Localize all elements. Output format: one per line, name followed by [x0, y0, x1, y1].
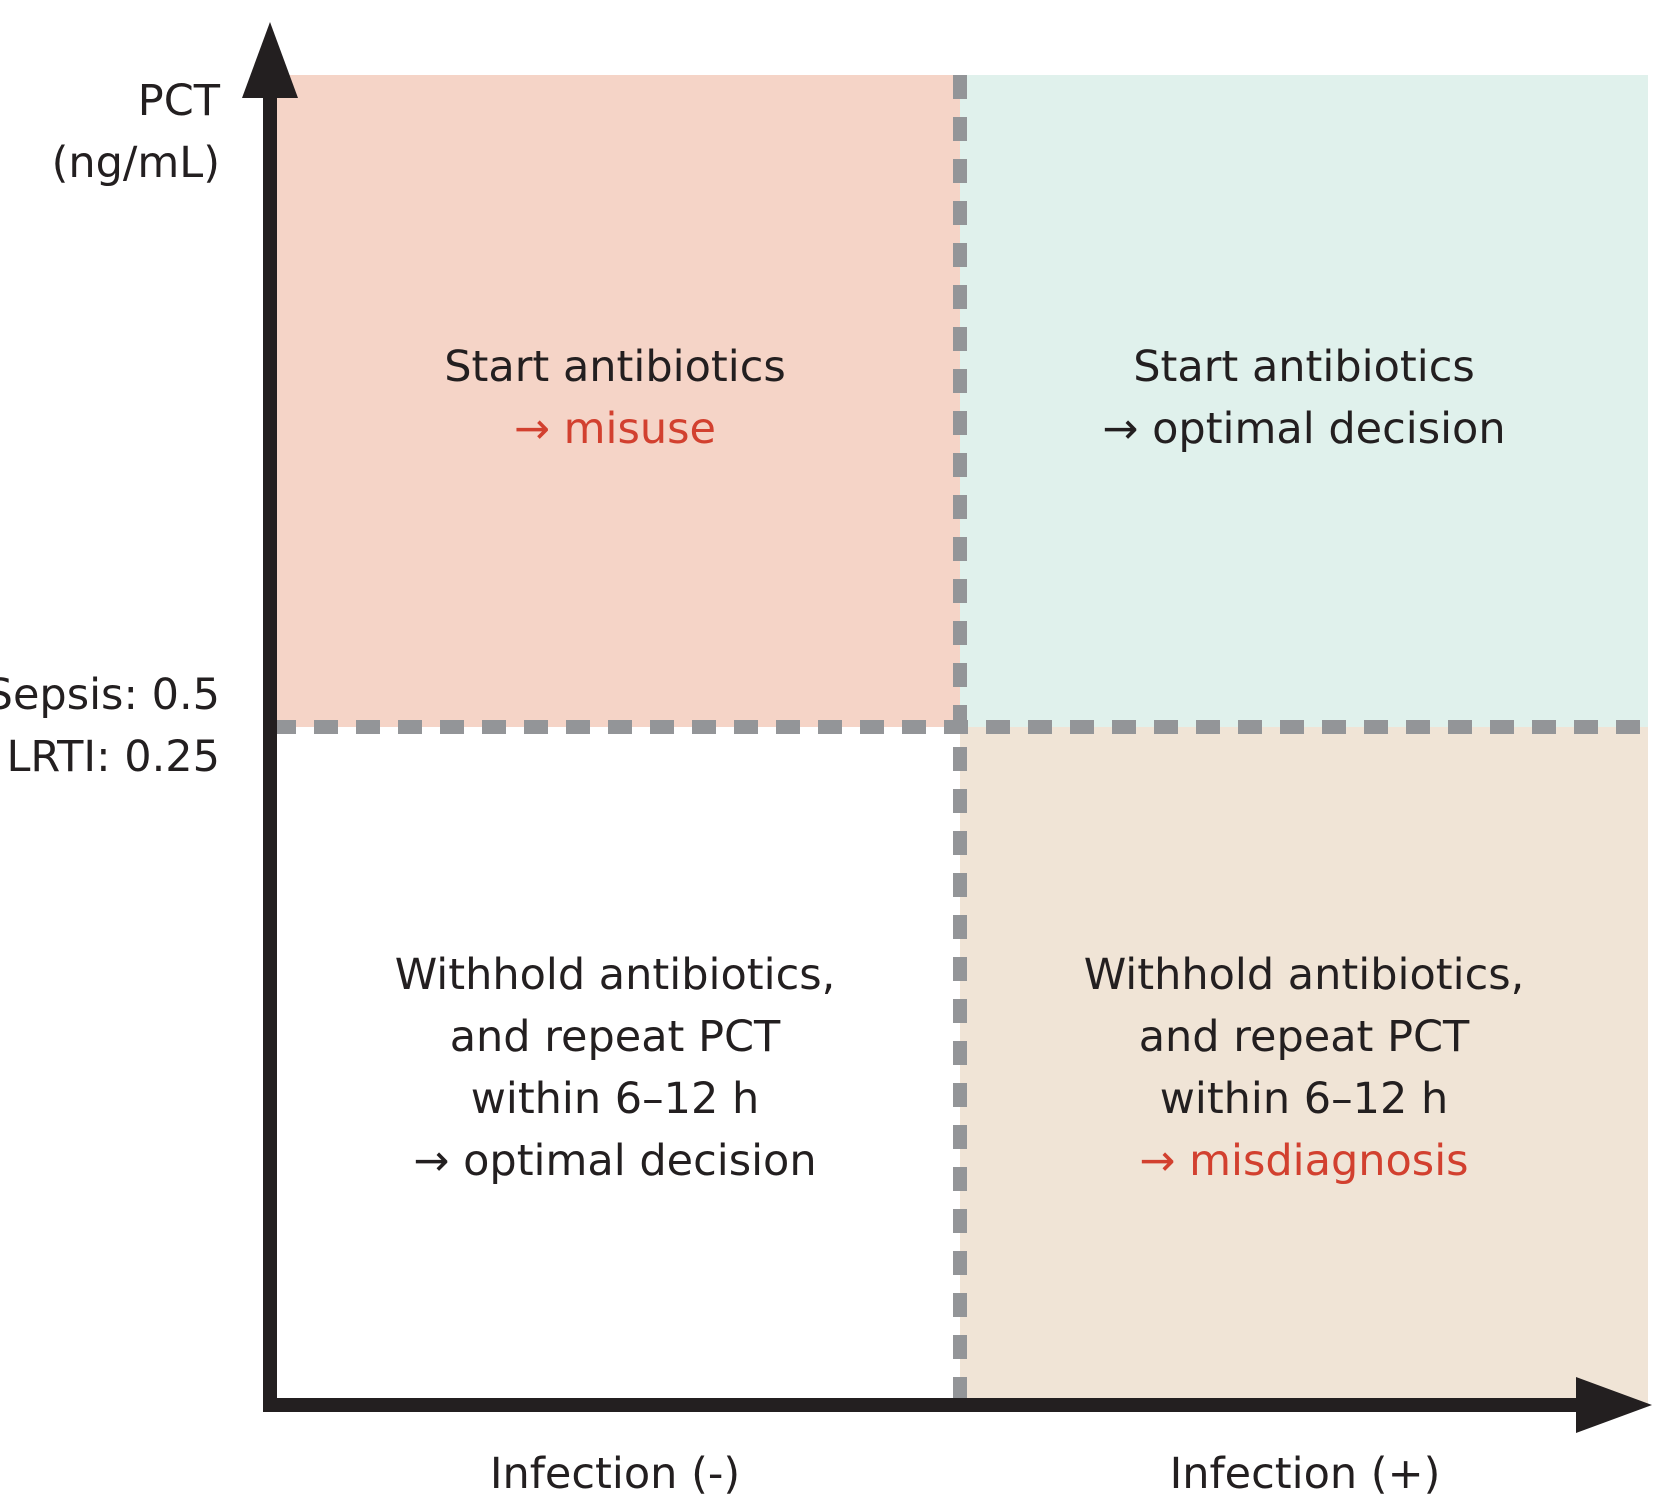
- quadrant-bottom-right-line2: and repeat PCT: [1138, 1012, 1470, 1062]
- quadrant-top-right-line1: Start antibiotics: [1133, 342, 1475, 392]
- quadrant-bottom-right-bg: [960, 727, 1648, 1405]
- x-axis-arrowhead-icon: [1576, 1377, 1652, 1433]
- x-axis-label-infection-positive: Infection (+): [1169, 1449, 1441, 1499]
- quadrant-bottom-left-line1: Withhold antibiotics,: [394, 950, 836, 1000]
- quadrant-bottom-left-line2: and repeat PCT: [449, 1012, 781, 1062]
- quadrant-top-left-outcome: → misuse: [513, 404, 717, 454]
- quadrant-bottom-left-line3: within 6–12 h: [470, 1074, 760, 1124]
- quadrant-bottom-left-outcome: → optimal decision: [413, 1136, 817, 1186]
- threshold-label-lrti: LRTI: 0.25: [6, 732, 220, 782]
- quadrant-top-right-text: Start antibiotics → optimal decision: [960, 336, 1648, 460]
- y-axis-title-line2: (ng/mL): [51, 138, 220, 188]
- quadrant-bottom-right-text: Withhold antibiotics, and repeat PCT wit…: [960, 944, 1648, 1192]
- threshold-label-sepsis: Sepsis: 0.5: [0, 670, 220, 720]
- threshold-labels: Sepsis: 0.5 LRTI: 0.25: [0, 664, 220, 788]
- quadrant-bottom-left-bg: [270, 727, 960, 1405]
- quadrant-top-right-outcome: → optimal decision: [1102, 404, 1506, 454]
- y-axis-title: PCT (ng/mL): [52, 70, 220, 194]
- quadrant-top-left-text: Start antibiotics → misuse: [270, 336, 960, 460]
- y-axis-arrowhead-icon: [242, 22, 298, 98]
- quadrant-top-right-bg: [960, 75, 1648, 727]
- quadrant-bottom-right-line3: within 6–12 h: [1159, 1074, 1449, 1124]
- quadrant-top-left-bg: [270, 75, 960, 727]
- x-axis-label-infection-negative: Infection (-): [489, 1449, 741, 1499]
- quadrant-bottom-left-text: Withhold antibiotics, and repeat PCT wit…: [270, 944, 960, 1192]
- quadrant-top-left-line1: Start antibiotics: [444, 342, 786, 392]
- y-axis-title-line1: PCT: [137, 76, 220, 126]
- quadrant-bottom-right-line1: Withhold antibiotics,: [1083, 950, 1525, 1000]
- quadrant-bottom-right-outcome: → misdiagnosis: [1139, 1136, 1469, 1186]
